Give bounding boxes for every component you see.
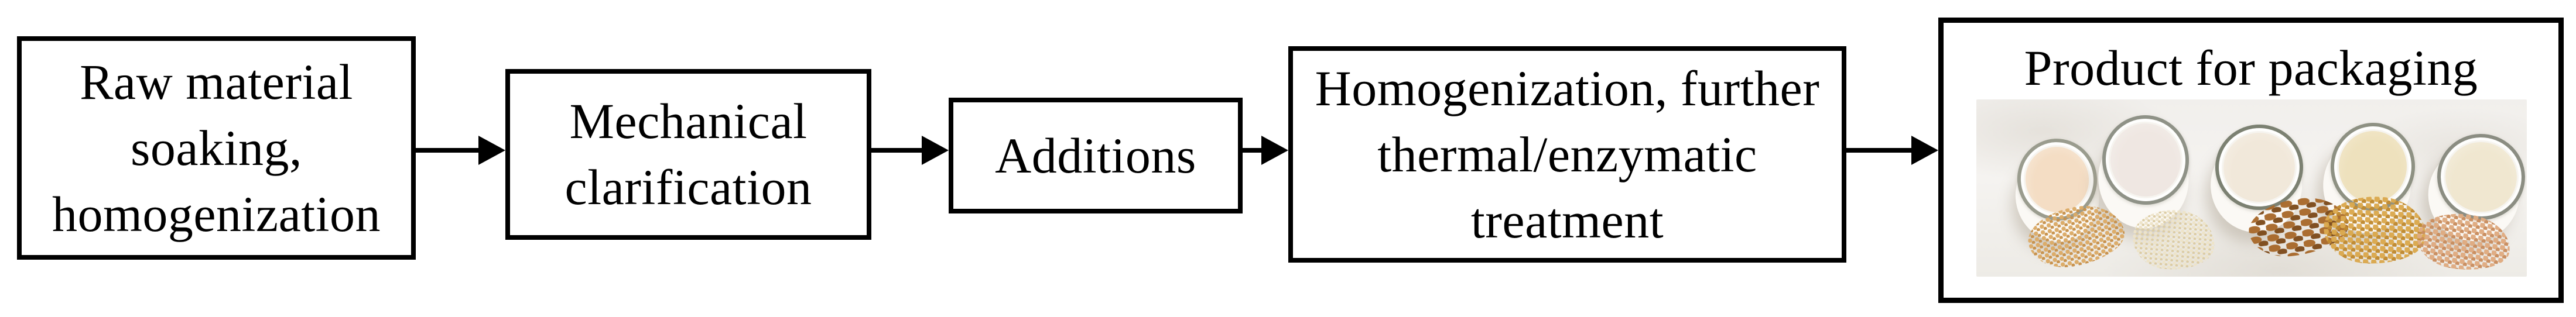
arrow-shaft <box>871 148 928 153</box>
arrow-head-icon <box>1911 136 1938 165</box>
arrow-shaft <box>1243 148 1267 153</box>
product-box-title: Product for packaging <box>2024 40 2478 96</box>
arrow-head-icon <box>478 136 505 165</box>
flow-arrow-4 <box>1846 136 1938 165</box>
flow-arrow-1 <box>416 136 505 165</box>
flow-arrow-3 <box>1243 136 1288 165</box>
flow-box-additions: Additions <box>949 98 1243 213</box>
arrow-head-icon <box>1261 136 1288 165</box>
nut-milk-glass <box>2420 126 2527 249</box>
flow-box-homogenization-treatment: Homogenization, further thermal/enzymati… <box>1288 46 1846 263</box>
arrow-shaft <box>1846 148 1917 153</box>
flow-box-label: Homogenization, further thermal/enzymati… <box>1315 60 1820 249</box>
flow-box-product-for-packaging: Product for packaging <box>1938 18 2564 303</box>
flow-box-label: Raw material soaking, homogenization <box>52 53 381 242</box>
flow-arrow-2 <box>871 136 949 165</box>
plant-milk-photo <box>1976 99 2527 277</box>
flow-box-label: Mechanical clarification <box>565 93 812 215</box>
flow-box-raw-material: Raw material soaking, homogenization <box>17 36 416 260</box>
flow-box-mechanical-clarification: Mechanical clarification <box>505 69 871 240</box>
arrow-head-icon <box>922 136 949 165</box>
arrow-shaft <box>416 148 484 153</box>
rice-milk-glass <box>2093 111 2194 233</box>
flow-box-label: Additions <box>995 127 1196 184</box>
